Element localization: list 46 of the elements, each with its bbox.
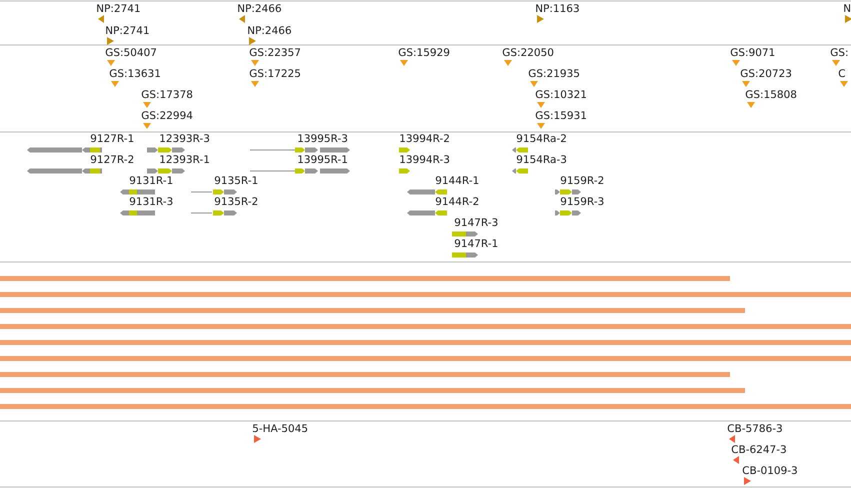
track-label: NP:2741	[97, 4, 140, 12]
track-label: GS:50407	[106, 48, 156, 56]
track-label: 9135R-1	[214, 176, 258, 184]
track-label: GS:15808	[746, 90, 796, 98]
track-label: GS:17225	[250, 69, 300, 78]
track-label: 9127R-1	[90, 134, 134, 142]
track-label: GS:21935	[528, 69, 580, 78]
track-label: 9131R-3	[130, 197, 172, 206]
track-label: 5-HA-5045	[253, 424, 308, 432]
track-label: 9154Ra-3	[516, 155, 566, 164]
track-label: NP:2741	[106, 26, 149, 34]
track-label: CB-6247-3	[732, 445, 786, 454]
track-label: 9144R-1	[436, 176, 478, 184]
track-label: GS:22357	[250, 48, 300, 56]
track-label: 9131R-1	[130, 176, 172, 184]
track-label: GS:15929	[398, 48, 450, 56]
track-label: N	[844, 4, 850, 12]
track-label: 9159R-2	[560, 176, 604, 184]
track-label: 9147R-3	[454, 218, 498, 226]
track-label: GS:9071	[730, 48, 774, 56]
track-label: 9144R-2	[436, 197, 478, 206]
track-label: NP:2466	[248, 26, 291, 34]
track-label: C	[838, 69, 845, 78]
track-label: CB-5786-3	[728, 424, 782, 432]
track-label: GS:15931	[536, 111, 586, 120]
track-label: 9135R-2	[214, 197, 258, 206]
track-label: NP:2466	[238, 4, 281, 12]
track-label: 9147R-1	[454, 239, 498, 248]
track-label: 9154Ra-2	[516, 134, 566, 142]
track-label: GS:20723	[740, 69, 792, 78]
track-label: GS:13631	[110, 69, 160, 78]
track-label: NP:1163	[536, 4, 579, 12]
track-label: 9127R-2	[90, 155, 134, 164]
track-label: GS:	[830, 48, 848, 56]
track-label: GS:22050	[502, 48, 554, 56]
track-label: 13995R-1	[298, 155, 347, 164]
track-label: 13994R-3	[400, 155, 450, 164]
track-label: GS:10321	[536, 90, 586, 98]
track-label: 13995R-3	[298, 134, 348, 142]
track-label: 13994R-2	[400, 134, 449, 142]
track-label: GS:22994	[142, 111, 192, 120]
track-label: CB-0109-3	[742, 466, 797, 474]
track-label: GS:17378	[142, 90, 192, 98]
track-label: 12393R-3	[160, 134, 210, 142]
track-label: 9159R-3	[560, 197, 604, 206]
track-label: 12393R-1	[160, 155, 209, 164]
